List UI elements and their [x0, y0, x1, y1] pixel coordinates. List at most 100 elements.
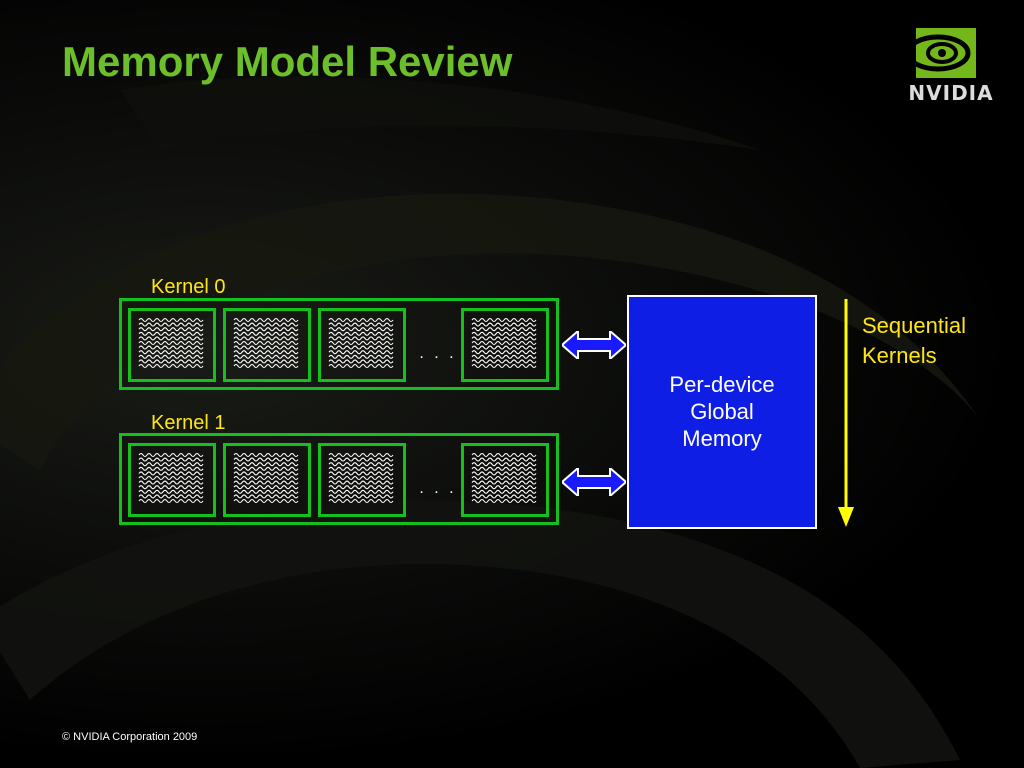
memory-label-line: Per-device	[669, 372, 775, 397]
thread-squiggle	[233, 462, 299, 467]
thread-squiggle	[328, 322, 394, 327]
thread-squiggle	[233, 452, 299, 458]
thread-squiggle	[328, 457, 394, 462]
thread-squiggle	[233, 363, 299, 369]
thread-squiggle	[471, 354, 537, 359]
thread-squiggle	[471, 322, 537, 327]
thread-block	[461, 308, 549, 382]
copyright-footer: © NVIDIA Corporation 2009	[62, 731, 198, 743]
thread-block	[128, 308, 216, 382]
thread-squiggle	[328, 363, 394, 369]
thread-icon	[138, 452, 204, 504]
thread-squiggle	[471, 336, 537, 341]
thread-squiggle	[138, 317, 204, 323]
kernel-1-label: Kernel 1	[151, 412, 226, 434]
thread-squiggle	[328, 345, 394, 350]
thread-squiggle	[328, 350, 394, 355]
thread-squiggle	[328, 485, 394, 490]
thread-squiggle	[233, 327, 299, 332]
thread-squiggle	[233, 345, 299, 350]
thread-squiggle	[138, 452, 204, 458]
thread-squiggle	[328, 340, 394, 346]
kernel-0-label: Kernel 0	[151, 276, 226, 298]
thread-squiggle	[328, 452, 394, 458]
bidirectional-arrow-icon	[562, 331, 626, 359]
thread-squiggle	[233, 494, 299, 499]
thread-squiggle	[471, 363, 537, 369]
thread-squiggle	[233, 354, 299, 359]
thread-squiggle	[138, 350, 204, 355]
memory-label-line: Global	[690, 399, 754, 424]
sequential-kernels-label: Sequential Kernels	[862, 311, 966, 371]
thread-squiggle	[138, 475, 204, 481]
thread-block	[318, 443, 406, 517]
sequence-label-line: Kernels	[862, 343, 937, 368]
thread-squiggle	[138, 331, 204, 336]
thread-squiggle	[328, 462, 394, 467]
down-arrow-icon	[838, 299, 854, 527]
thread-squiggle	[328, 336, 394, 341]
thread-squiggle	[328, 475, 394, 481]
thread-squiggle	[233, 489, 299, 494]
thread-squiggle	[138, 466, 204, 471]
thread-block	[461, 443, 549, 517]
thread-squiggle	[471, 462, 537, 467]
thread-squiggle	[233, 331, 299, 336]
thread-squiggle	[328, 494, 394, 499]
thread-squiggle	[471, 350, 537, 355]
thread-squiggle	[328, 317, 394, 323]
thread-squiggle	[233, 350, 299, 355]
thread-icon	[471, 317, 537, 369]
bidirectional-arrow-icon	[562, 468, 626, 496]
thread-squiggle	[233, 322, 299, 327]
thread-squiggle	[328, 354, 394, 359]
thread-squiggle	[233, 475, 299, 481]
nvidia-logo: NVIDIA	[898, 22, 1004, 106]
kernel-0-ellipsis: . . .	[419, 345, 457, 362]
thread-block	[128, 443, 216, 517]
thread-squiggle	[471, 345, 537, 350]
thread-block	[223, 308, 311, 382]
thread-squiggle	[471, 327, 537, 332]
thread-squiggle	[471, 475, 537, 481]
thread-squiggle	[138, 489, 204, 494]
thread-squiggle	[233, 480, 299, 485]
thread-squiggle	[233, 498, 299, 504]
kernel-1-ellipsis: . . .	[419, 480, 457, 497]
thread-squiggle	[138, 340, 204, 346]
thread-icon	[233, 452, 299, 504]
thread-squiggle	[138, 494, 204, 499]
memory-label-line: Memory	[682, 426, 762, 451]
thread-squiggle	[233, 485, 299, 490]
kernel-0-grid: . . .	[119, 298, 559, 390]
slide-title: Memory Model Review	[62, 38, 513, 85]
thread-icon	[471, 452, 537, 504]
thread-squiggle	[471, 466, 537, 471]
thread-squiggle	[233, 336, 299, 341]
thread-squiggle	[471, 317, 537, 323]
thread-squiggle	[328, 327, 394, 332]
thread-squiggle	[138, 345, 204, 350]
thread-squiggle	[471, 494, 537, 499]
thread-squiggle	[328, 359, 394, 364]
thread-squiggle	[138, 471, 204, 476]
thread-squiggle	[138, 354, 204, 359]
thread-squiggle	[328, 498, 394, 504]
thread-squiggle	[138, 336, 204, 341]
thread-squiggle	[471, 471, 537, 476]
thread-block	[223, 443, 311, 517]
thread-squiggle	[138, 327, 204, 332]
nvidia-eye-icon	[905, 28, 976, 78]
kernel-1-grid: . . .	[119, 433, 559, 525]
thread-squiggle	[138, 485, 204, 490]
thread-squiggle	[328, 471, 394, 476]
thread-squiggle	[471, 359, 537, 364]
thread-squiggle	[233, 471, 299, 476]
thread-icon	[328, 452, 394, 504]
thread-squiggle	[471, 331, 537, 336]
thread-squiggle	[138, 498, 204, 504]
thread-squiggle	[138, 457, 204, 462]
thread-squiggle	[138, 363, 204, 369]
thread-squiggle	[233, 466, 299, 471]
